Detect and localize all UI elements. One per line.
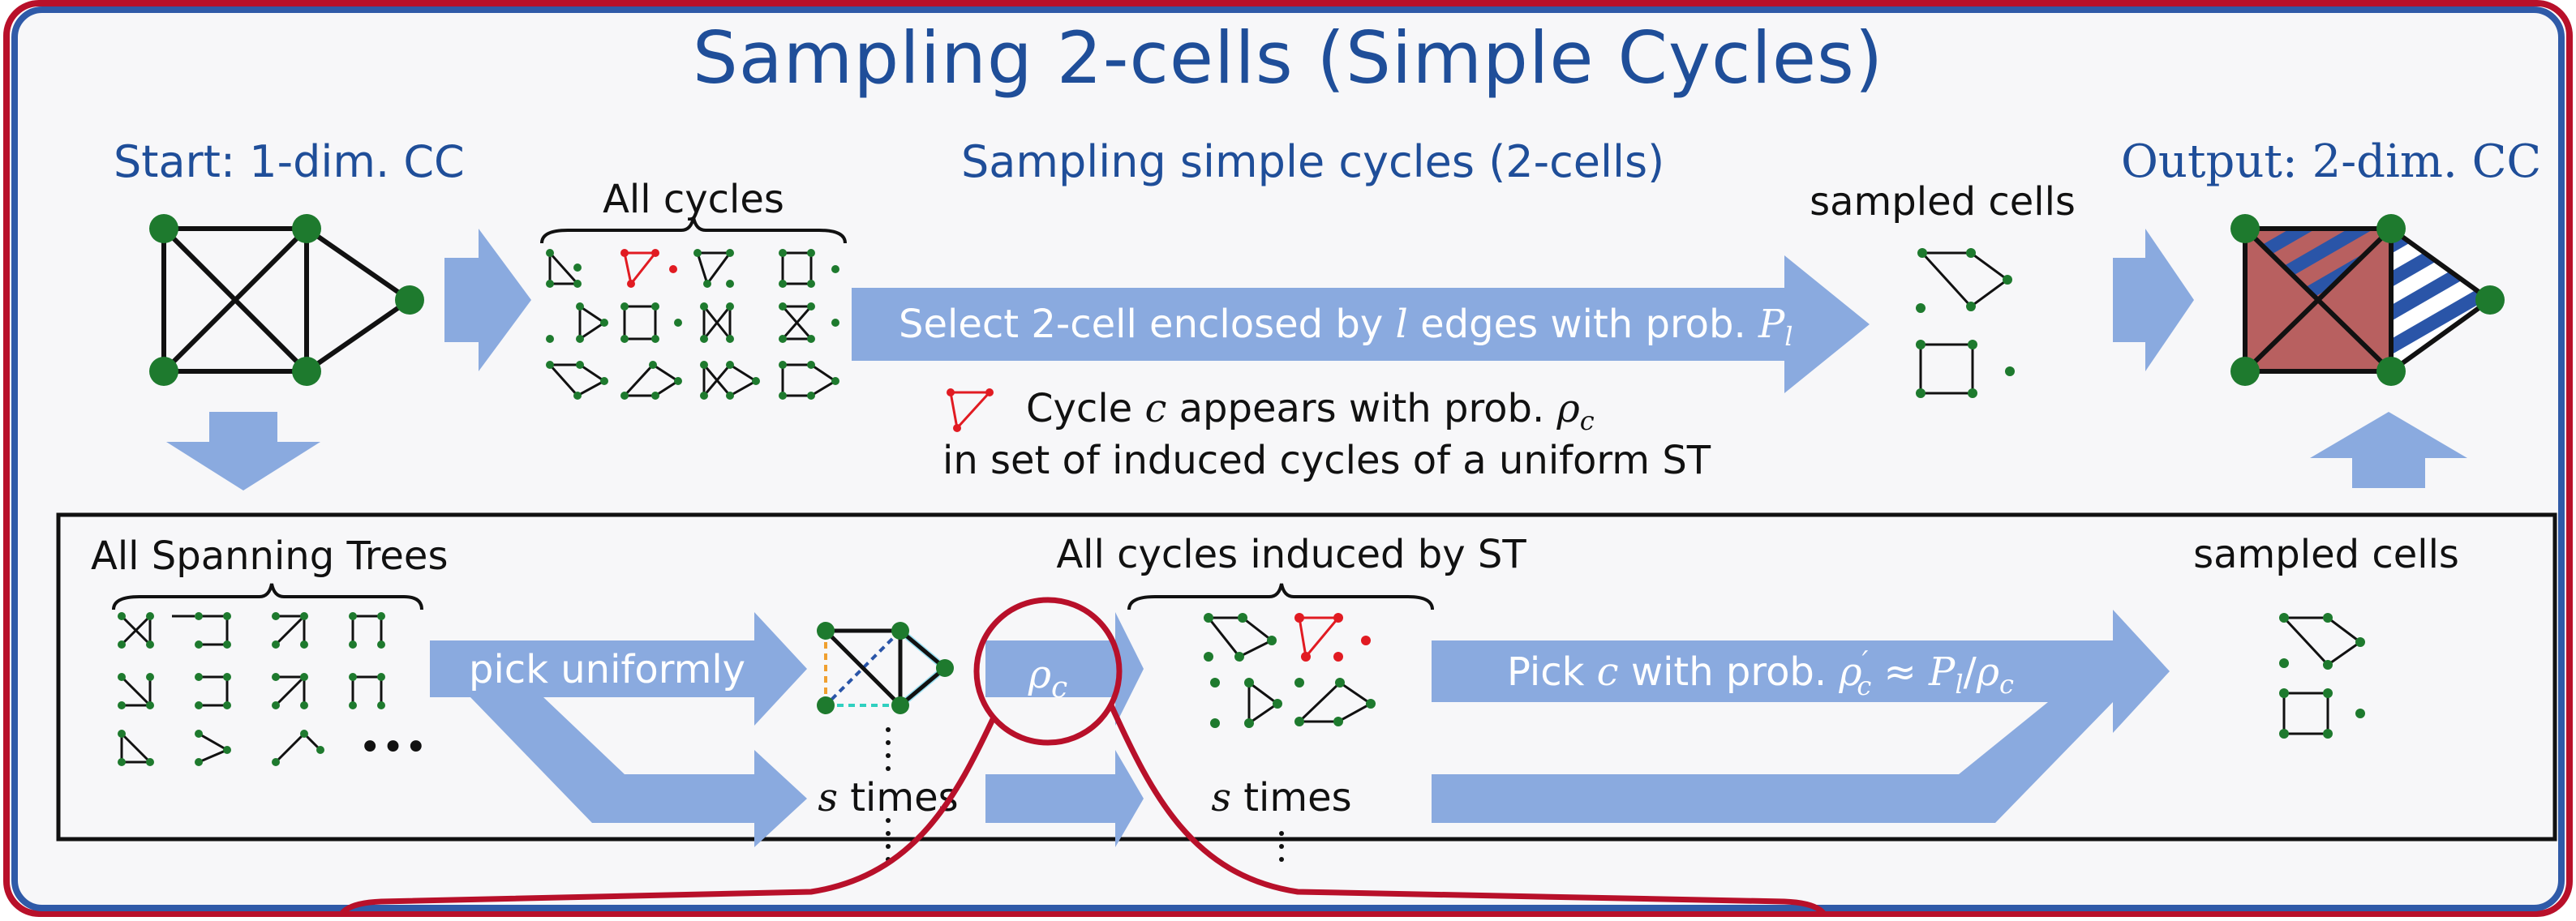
cycle-note-line1: Cycle c appears with prob. ρc [1026, 386, 1595, 436]
picked-spanning-tree [817, 622, 954, 862]
rho-highlight-circle [973, 597, 1123, 746]
arrow-to-cycles [444, 229, 531, 371]
cycles-induced-brace [1127, 583, 1434, 610]
spanning-trees-brace [112, 583, 423, 610]
arrow-up-to-output [2310, 412, 2467, 488]
select-arrow-text: Select 2-cell enclosed by l edges with p… [899, 302, 1793, 352]
arrow-down-to-spanning [166, 412, 320, 490]
all-spanning-trees-label: All Spanning Trees [91, 533, 448, 579]
output-header: Output: 2-dim. CC [2121, 135, 2541, 188]
pick-uniformly-text: pick uniformly [469, 647, 745, 692]
s-times-right: s times [1211, 775, 1351, 820]
pick-uniformly-branch-arrow [470, 697, 807, 847]
all-cycles-brace [540, 216, 847, 244]
output-graph [2230, 214, 2505, 386]
all-cycles-grid [546, 249, 839, 400]
spanning-tree-box [56, 512, 2557, 842]
sampled-cells-bottom [2279, 613, 2365, 739]
pick-c-lower-branch [1432, 702, 2113, 823]
pick-c-text: Pick c with prob. ρ′c ≈ Pl/ρc [1507, 645, 2014, 701]
all-cycles-label: All cycles [603, 177, 784, 222]
cycle-note-line2: in set of induced cycles of a uniform ST [942, 438, 1711, 483]
pick-c-arrow [1432, 610, 2170, 733]
arrow-to-output [2113, 229, 2194, 371]
spanning-trees-ellipsis: ••• [358, 725, 427, 770]
red-cycle-icon [947, 388, 994, 432]
select-arrow [852, 255, 1870, 393]
induced-cycles-grid [1204, 613, 1376, 728]
rho-arrow [985, 612, 1144, 726]
zoom-line-left [337, 716, 997, 918]
s-times-right-dots [1279, 831, 1284, 862]
spanning-trees-nodes [118, 612, 385, 766]
sampled-cells-top [1916, 248, 2015, 398]
spanning-trees-grid [120, 615, 383, 764]
cycles-induced-label: All cycles induced by ST [1056, 532, 1526, 577]
rho-c-label: ρc [1028, 652, 1067, 705]
middle-header: Sampling simple cycles (2-cells) [961, 136, 1664, 187]
page-title: Sampling 2-cells (Simple Cycles) [693, 16, 1883, 100]
rho-lower-arrow [985, 750, 1144, 847]
outer-red-frame [3, 0, 2573, 917]
start-graph-nodes [149, 214, 424, 386]
start-header: Start: 1-dim. CC [114, 136, 465, 187]
sampled-cells-top-label: sampled cells [1810, 179, 2076, 225]
zoom-line-right [1108, 704, 1828, 918]
sampled-cells-bottom-label: sampled cells [2193, 532, 2459, 577]
